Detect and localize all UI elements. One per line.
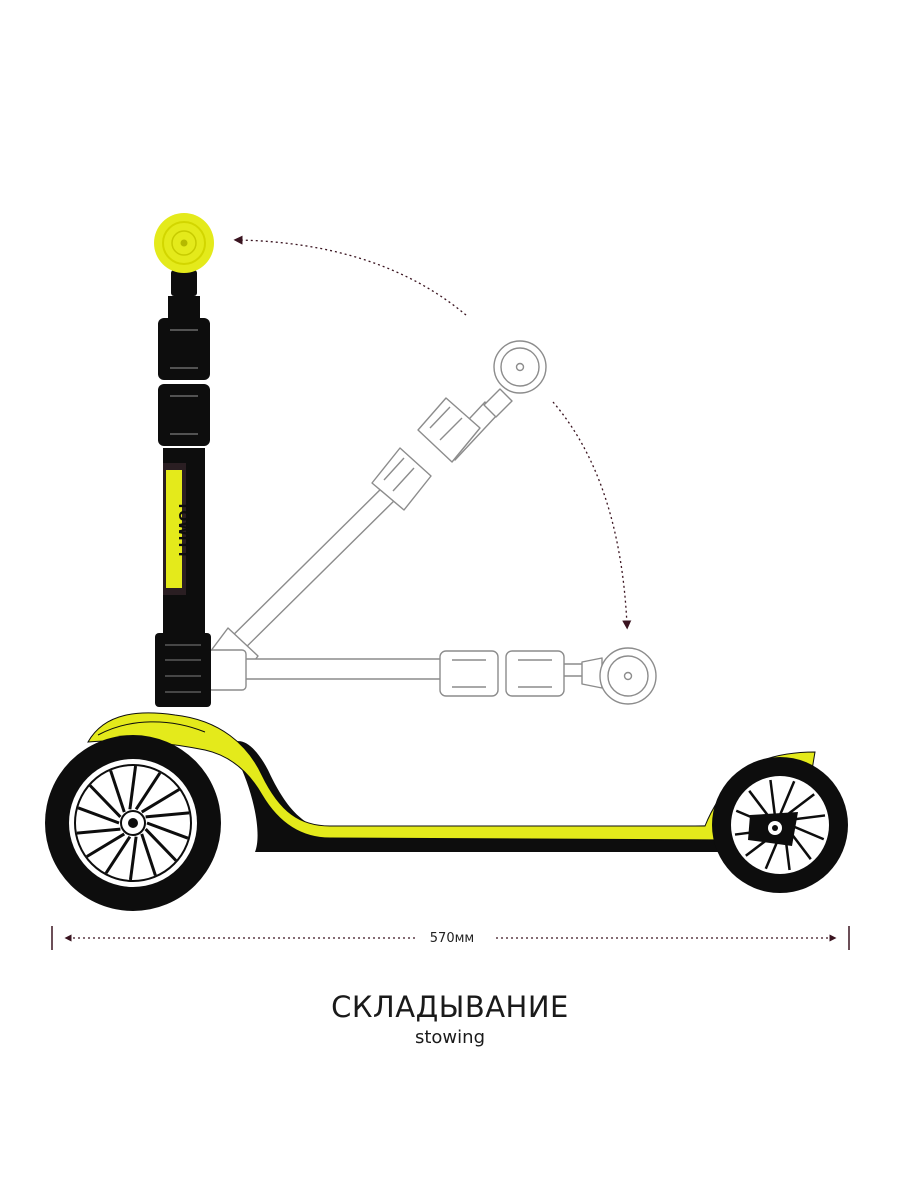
wheel-spoke — [778, 780, 796, 816]
wheel-spoke — [146, 821, 189, 840]
wheel-spoke — [88, 784, 122, 818]
wheel-spoke — [76, 827, 121, 835]
stem-brand-label: TOWITT — [175, 501, 190, 558]
wheel-spoke — [134, 771, 162, 811]
ghost-stem-folded — [207, 647, 657, 705]
wheel-spoke — [145, 811, 190, 819]
rotation-arrow-lower — [552, 401, 632, 630]
wheel-spoke — [140, 833, 157, 876]
rotation-arrow-upper — [233, 235, 467, 316]
wheel-spoke — [104, 835, 132, 875]
caption-subtitle: stowing — [414, 1027, 485, 1048]
wheel-spoke — [769, 779, 777, 817]
length-dimension: 570мм — [51, 926, 850, 950]
wheel-spoke — [128, 836, 138, 881]
front-wheel-spokes — [76, 765, 190, 881]
caption-title: СКЛАДЫВАНИЕ — [331, 990, 569, 1024]
wheel-spoke — [144, 828, 178, 862]
wheel-spoke — [109, 770, 126, 813]
scooter-deck — [87, 712, 816, 852]
wheel-spoke — [77, 806, 120, 825]
ghost-stem-diagonal — [209, 340, 547, 681]
wheel-spoke — [140, 788, 180, 814]
wheel-spoke — [789, 823, 825, 841]
wheel-spoke — [128, 765, 138, 810]
front-wheel — [45, 735, 221, 911]
rear-wheel — [712, 757, 848, 893]
dimension-label: 570мм — [430, 931, 474, 946]
wheel-spoke — [86, 832, 126, 858]
upright-stem: TOWITT — [154, 213, 214, 707]
